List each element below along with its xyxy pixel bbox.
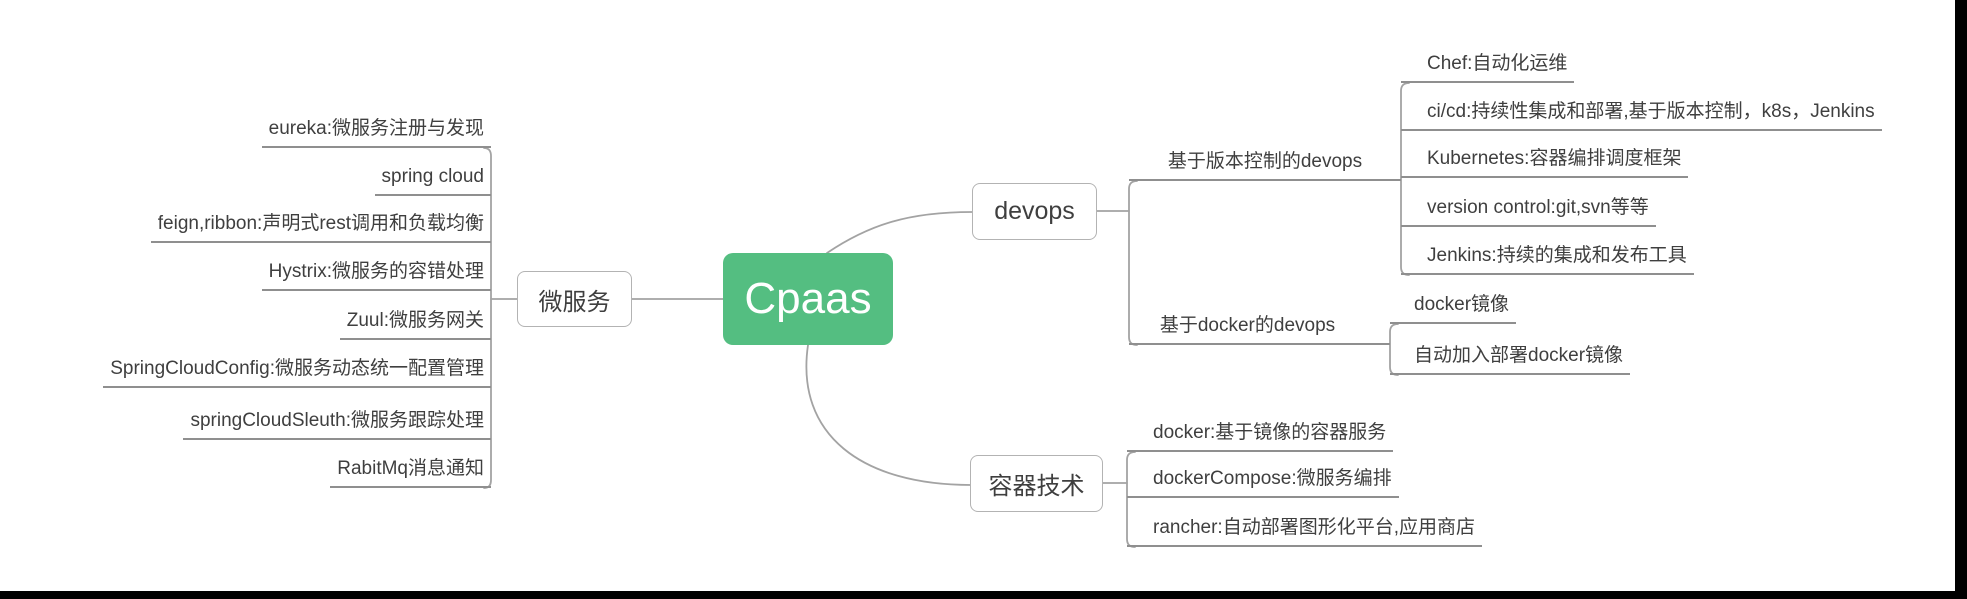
leaf-auto-deploy-docker-image[interactable]: 自动加入部署docker镜像 (1390, 341, 1631, 375)
leaf-spring-cloud[interactable]: spring cloud (374, 162, 491, 196)
leaf-rancher[interactable]: rancher:自动部署图形化平台,应用商店 (1127, 513, 1482, 547)
right-edge-bar (1955, 0, 1967, 599)
topic-devops[interactable]: devops (972, 183, 1097, 240)
leaf-springcloudconfig[interactable]: SpringCloudConfig:微服务动态统一配置管理 (103, 354, 491, 388)
topic-microservices[interactable]: 微服务 (517, 271, 632, 327)
leaf-feign-ribbon[interactable]: feign,ribbon:声明式rest调用和负载均衡 (150, 209, 491, 243)
leaf-rabitmq[interactable]: RabitMq消息通知 (330, 454, 491, 488)
leaf-eureka[interactable]: eureka:微服务注册与发现 (261, 114, 491, 148)
central-containers-curve (805, 344, 972, 486)
group-version-devops[interactable]: 基于版本控制的devops (1129, 147, 1401, 181)
leaf-chef[interactable]: Chef:自动化运维 (1401, 49, 1575, 83)
leaf-version-control[interactable]: version control:git,svn等等 (1401, 193, 1656, 227)
leaf-springcloudsleuth[interactable]: springCloudSleuth:微服务跟踪处理 (183, 406, 491, 440)
bottom-edge-bar (0, 591, 1967, 599)
topic-containers[interactable]: 容器技术 (970, 455, 1103, 512)
group-docker-devops[interactable]: 基于docker的devops (1129, 311, 1390, 345)
central-devops-curve (826, 211, 973, 254)
leaf-kubernetes[interactable]: Kubernetes:容器编排调度框架 (1401, 144, 1689, 178)
leaf-jenkins[interactable]: Jenkins:持续的集成和发布工具 (1401, 241, 1694, 275)
leaf-dockercompose[interactable]: dockerCompose:微服务编排 (1127, 464, 1399, 498)
leaf-docker[interactable]: docker:基于镜像的容器服务 (1127, 418, 1394, 452)
leaf-hystrix[interactable]: Hystrix:微服务的容错处理 (261, 257, 491, 291)
leaf-cicd[interactable]: ci/cd:持续性集成和部署,基于版本控制，k8s，Jenkins (1401, 97, 1882, 131)
leaf-zuul[interactable]: Zuul:微服务网关 (339, 306, 491, 340)
central-topic[interactable]: Cpaas (723, 253, 893, 345)
leaf-docker-image[interactable]: docker镜像 (1390, 290, 1517, 324)
